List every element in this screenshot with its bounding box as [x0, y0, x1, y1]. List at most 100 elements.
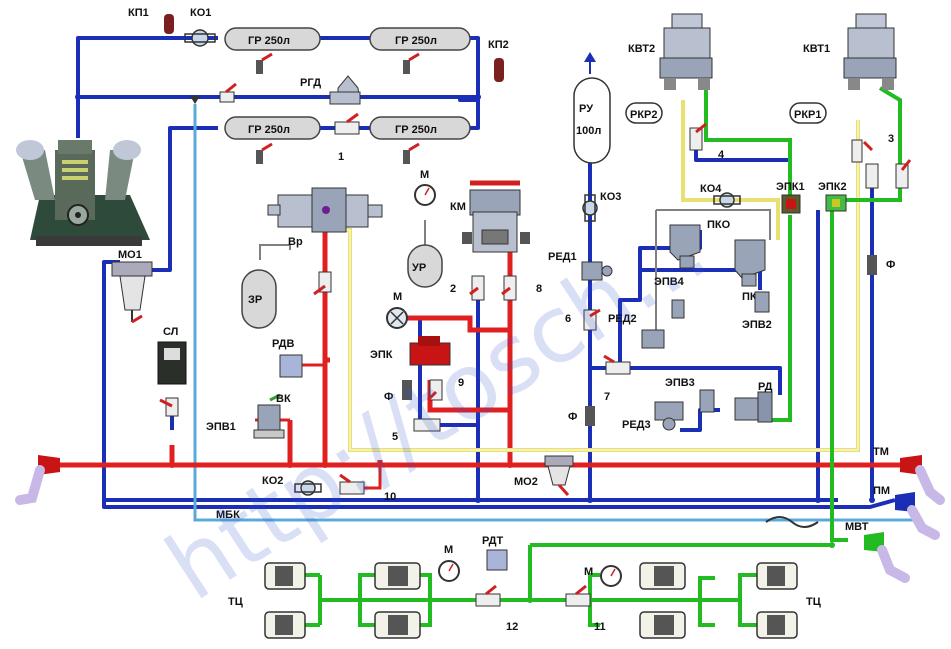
- valve-vk-epv1: ВК ЭПВ1: [206, 393, 291, 439]
- main-reservoir-gr4: ГР 250л: [369, 116, 471, 140]
- spare-reservoir-zr: ЗР: [241, 269, 277, 329]
- brake-cylinders-right: ТЦ: [639, 562, 821, 639]
- main-reservoir-gr2: ГР 250л: [369, 27, 471, 51]
- rdt-label: РДТ: [482, 535, 503, 547]
- end-hose-mvt: МВТ: [845, 521, 910, 583]
- valve-9: 9: [426, 377, 464, 402]
- n10-label: 10: [384, 491, 396, 503]
- safety-valve-kp2: КП2: [488, 39, 509, 82]
- n9-label: 9: [458, 377, 464, 389]
- end-hose-right-pm: ПМ: [873, 485, 940, 540]
- filter-f2: Ф: [568, 406, 595, 426]
- vr-label: Вр: [288, 236, 303, 248]
- rgd-label: РГД: [300, 77, 321, 89]
- pressure-switch-rdv: РДВ: [272, 338, 303, 378]
- epk2-label: ЭПК2: [818, 181, 847, 193]
- red1-label: РЕД1: [548, 251, 577, 263]
- n7-label: 7: [604, 391, 610, 403]
- cock-ko3: КО3: [582, 191, 621, 222]
- safety-valve-kp1: КП1: [128, 7, 174, 34]
- pressure-switch-rd: РД: [734, 381, 773, 423]
- n12-label: 12: [506, 621, 518, 633]
- epk-label: ЭПК: [370, 349, 393, 361]
- valve-12: 12: [475, 584, 518, 633]
- filter-f1: Ф: [384, 380, 412, 403]
- valve-epv2: ЭПВ2: [742, 291, 772, 331]
- valve-7: 7: [603, 354, 631, 403]
- rkr1-label: РКР1: [794, 109, 822, 121]
- ko1-label: КО1: [190, 7, 211, 19]
- yellow-lines-inner: [340, 120, 859, 451]
- valve-6: 6: [565, 308, 601, 331]
- n11-label: 11: [594, 621, 606, 633]
- switch-rkr1: РКР1: [789, 102, 827, 124]
- aux-brake-valve-kvt1: КВТ1: [803, 13, 897, 90]
- auxiliary-reservoir-ru: РУ 100л: [573, 52, 611, 164]
- speed-recorder-sl: СЛ: [157, 326, 187, 385]
- compressor: [16, 140, 150, 246]
- gr1-label: ГР 250л: [248, 35, 290, 47]
- valve-vr-line: [313, 271, 332, 296]
- m3-label: М: [444, 544, 453, 556]
- main-reservoir-gr3: ГР 250л: [224, 116, 321, 140]
- valve-10: 10: [339, 473, 396, 503]
- end-hose-right-tm: ТМ: [873, 446, 945, 505]
- gr3-label: ГР 250л: [248, 124, 290, 136]
- main-reservoir-gr1: ГР 250л: [224, 27, 321, 51]
- n8-label: 8: [536, 283, 542, 295]
- reducer-red1: РЕД1: [548, 251, 613, 281]
- n5-label: 5: [392, 431, 398, 443]
- m2-label: М: [393, 291, 402, 303]
- valve-epk1: ЭПК1: [776, 181, 805, 214]
- zr-label: ЗР: [248, 294, 262, 306]
- epv4-label: ЭПВ4: [654, 276, 685, 288]
- moisture-separator-mo1: МО1: [111, 249, 153, 324]
- gr2-label: ГР 250л: [395, 35, 437, 47]
- ru-vol-label: 100л: [576, 125, 601, 137]
- end-hose-left-tm: [15, 455, 60, 505]
- mvt-label: МВТ: [845, 521, 869, 533]
- break-symbol: [765, 516, 819, 528]
- pressure-governor-rgd: РГД: [300, 75, 361, 105]
- manometer-m2: М: [386, 291, 408, 329]
- red2-label: РЕД2: [608, 313, 637, 325]
- moisture-separator-mo2: МО2: [514, 455, 574, 497]
- sl-label: СЛ: [163, 326, 178, 338]
- light-blue-lines: [193, 104, 920, 522]
- drain-valves: [256, 52, 420, 164]
- f1-label: Ф: [384, 391, 393, 403]
- equalizing-reservoir-ur: УР: [407, 244, 443, 288]
- cock-ko1: КО1: [184, 7, 216, 47]
- valve-3b: [851, 139, 912, 189]
- autostop-valve-epk: ЭПК: [370, 336, 451, 366]
- valve-3: 3: [862, 133, 894, 189]
- n4-label: 4: [718, 149, 725, 161]
- epv2-label: ЭПВ2: [742, 319, 772, 331]
- f3-label: Ф: [886, 259, 895, 271]
- pressure-switch-rdt: РДТ: [482, 535, 508, 571]
- mbk-label: МБК: [216, 509, 240, 521]
- valve-11: 11: [565, 584, 606, 633]
- valve-2: 2: [450, 275, 485, 301]
- cock-ko4: КО4: [700, 183, 741, 208]
- reducer-red2: РЕД2: [608, 313, 665, 349]
- epv1-label: ЭПВ1: [206, 421, 236, 433]
- kp1-label: КП1: [128, 7, 149, 19]
- air-distributor-vr: Вр: [267, 187, 383, 248]
- valve-epk2: ЭПК2: [818, 181, 847, 212]
- manometer-m4: М: [584, 565, 622, 587]
- brake-cylinders-left: ТЦ: [228, 562, 421, 639]
- m4-label: М: [584, 566, 593, 578]
- valve-pko: [669, 224, 701, 269]
- switch-rkr2: РКР2: [625, 102, 663, 124]
- epv3-label: ЭПВ3: [665, 377, 695, 389]
- manometer-m3: М: [438, 544, 460, 582]
- m1-label: М: [420, 169, 429, 181]
- rdv-label: РДВ: [272, 338, 294, 350]
- pko-label: ПКО: [707, 219, 731, 231]
- aux-brake-valve-kvt2: КВТ2: [628, 13, 713, 90]
- valve-1: 1: [334, 112, 360, 163]
- drivers-brake-valve-km: КМ: [450, 180, 530, 253]
- rkr2-label: РКР2: [630, 109, 658, 121]
